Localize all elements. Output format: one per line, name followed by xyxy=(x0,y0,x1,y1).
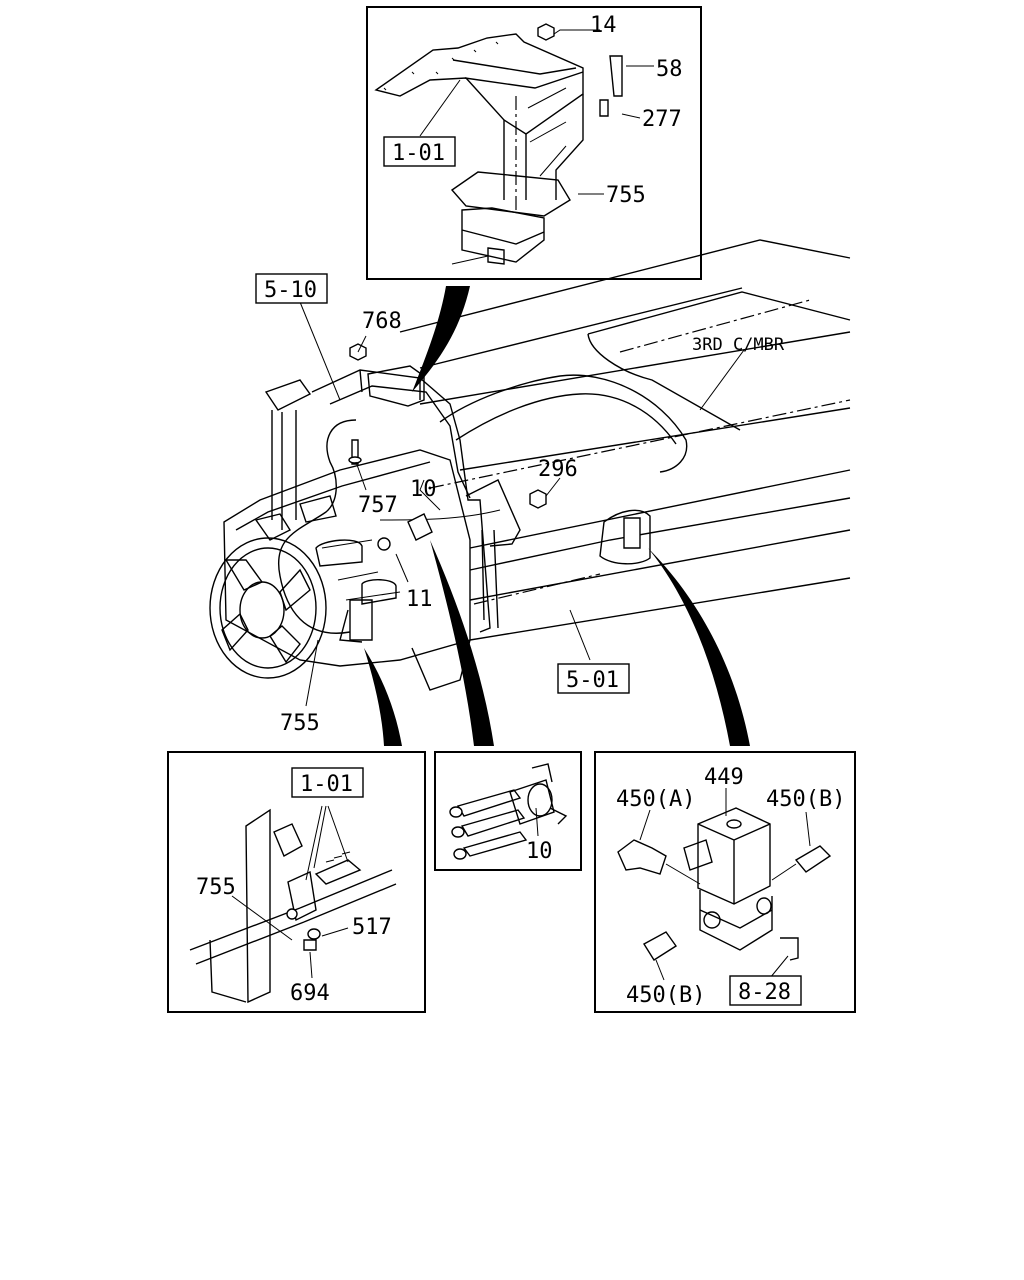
label-450b-top: 450(B) xyxy=(766,787,845,812)
label-3rd-crossmember: 3RD C/MBR xyxy=(692,335,785,355)
label-10-mid: 10 xyxy=(526,839,553,864)
label-ref-1-01-left: 1-01 xyxy=(300,772,353,797)
label-755-top: 755 xyxy=(606,183,646,208)
label-ref-8-28: 8-28 xyxy=(738,980,791,1005)
callout-labels: 14 58 277 1-01 755 5-10 768 3RD C/MBR 29… xyxy=(196,13,845,1008)
label-757: 757 xyxy=(358,493,398,518)
ref-box-1-01-top xyxy=(383,136,456,167)
label-449: 449 xyxy=(704,765,744,790)
ref-box-8-28 xyxy=(729,975,802,1006)
ref-box-5-01 xyxy=(557,663,630,694)
main-frame-assembly xyxy=(209,239,851,707)
middle-inset-callout-wedge xyxy=(430,540,494,746)
nut-694 xyxy=(303,939,317,951)
fan-housing xyxy=(209,537,327,679)
label-ref-5-10: 5-10 xyxy=(264,278,317,303)
label-277: 277 xyxy=(642,107,682,132)
label-58: 58 xyxy=(656,57,683,82)
label-450b-bottom: 450(B) xyxy=(626,983,705,1008)
label-517: 517 xyxy=(352,915,392,940)
switch-10 xyxy=(407,513,433,541)
right-inset-callout-wedge xyxy=(648,548,750,746)
label-ref-5-01: 5-01 xyxy=(566,668,619,693)
label-768: 768 xyxy=(362,309,402,334)
label-11: 11 xyxy=(406,587,433,612)
washer-11 xyxy=(377,537,391,551)
label-ref-1-01-top: 1-01 xyxy=(392,141,445,166)
label-755-main: 755 xyxy=(280,711,320,736)
label-296: 296 xyxy=(538,457,578,482)
clip-517 xyxy=(307,928,321,940)
ref-box-1-01-left xyxy=(291,767,364,798)
top-inset-callout-wedge xyxy=(412,286,470,392)
label-694: 694 xyxy=(290,981,330,1006)
bottom-middle-inset xyxy=(434,751,582,871)
label-450a: 450(A) xyxy=(616,787,695,812)
label-755-left: 755 xyxy=(196,875,236,900)
left-inset-callout-wedge xyxy=(364,648,402,746)
ref-box-5-10 xyxy=(255,273,328,304)
label-14: 14 xyxy=(590,13,617,38)
label-10-main: 10 xyxy=(410,477,437,502)
bottom-right-inset xyxy=(594,751,856,1013)
nut-296 xyxy=(529,489,547,509)
